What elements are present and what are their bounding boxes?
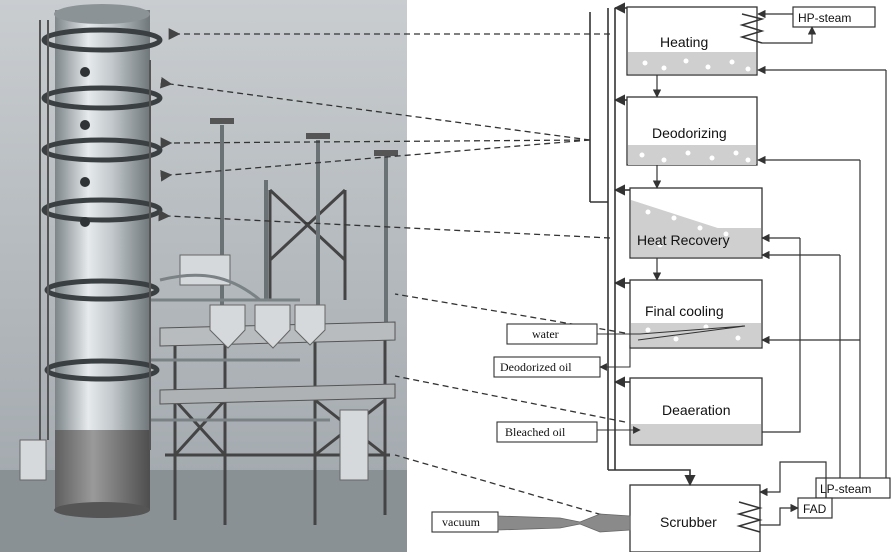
- deodorizing-unit: Deodorizing: [627, 97, 757, 165]
- deodorized-oil-label: Deodorized oil: [500, 360, 572, 374]
- deaeration-label: Deaeration: [662, 402, 731, 418]
- vacuum-label: vacuum: [442, 515, 481, 529]
- heating-unit: Heating: [627, 7, 762, 75]
- lp-steam-label: LP-steam: [820, 482, 871, 496]
- vacuum-stream: vacuum: [432, 512, 630, 532]
- final-cooling-unit: Final cooling: [630, 280, 762, 348]
- process-flowsheet: Heating Deodorizing Heat Recovery Final …: [432, 7, 890, 552]
- bleached-oil-label: Bleached oil: [505, 425, 566, 439]
- fad-stream: FAD: [760, 498, 832, 525]
- hp-steam-stream: HP-steam: [758, 7, 875, 43]
- deodorizing-label: Deodorizing: [652, 125, 727, 141]
- water-label: water: [532, 327, 559, 341]
- heating-label: Heating: [660, 34, 708, 50]
- vacuum-ejector-icon: [498, 514, 630, 532]
- lp-steam-stream: LP-steam: [758, 70, 890, 498]
- heat-recovery-label: Heat Recovery: [637, 232, 730, 248]
- bleached-oil-stream: Bleached oil: [497, 422, 640, 442]
- scrubber-unit: Scrubber: [630, 485, 760, 552]
- plant-rendering: [0, 0, 407, 552]
- heat-recovery-unit: Heat Recovery: [630, 188, 762, 258]
- deaeration-unit: Deaeration: [630, 378, 762, 445]
- fad-label: FAD: [803, 502, 827, 516]
- hp-steam-label: HP-steam: [798, 11, 851, 25]
- deodorized-oil-stream: Deodorized oil: [494, 345, 630, 377]
- scrubber-label: Scrubber: [660, 514, 717, 530]
- final-cooling-label: Final cooling: [645, 303, 724, 319]
